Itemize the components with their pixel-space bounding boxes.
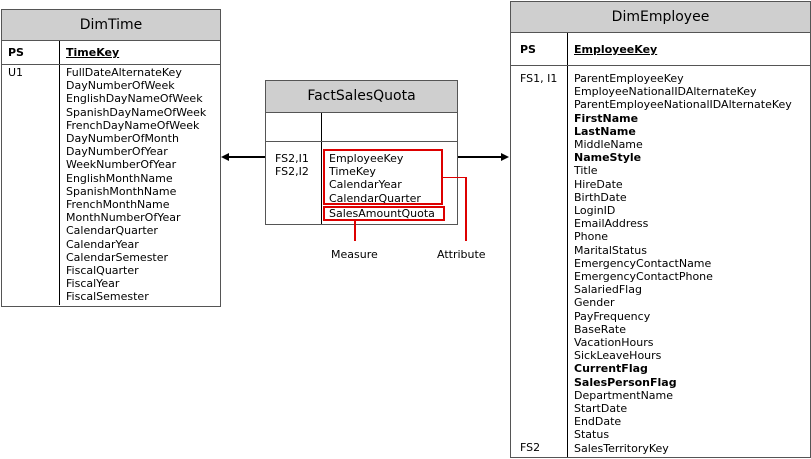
measure-highlight: [323, 206, 445, 221]
column-name: CalendarQuarter: [66, 224, 158, 238]
column-name: EmailAddress: [574, 217, 649, 231]
column-name: EndDate: [574, 415, 622, 429]
dimemployee-title: DimEmployee: [511, 2, 810, 33]
column-name: BirthDate: [574, 190, 627, 204]
factsalesquota-table: FactSalesQuota FS2,I1 FS2,I2 EmployeeKey…: [265, 80, 458, 225]
dimtime-table: DimTime PS TimeKey U1 FullDateAlternateK…: [1, 9, 221, 307]
dimtime-pk: TimeKey: [66, 46, 120, 59]
column-name: EnglishDayNameOfWeek: [66, 92, 203, 106]
column-name: FiscalSemester: [66, 290, 149, 304]
column-name: LastName: [574, 124, 636, 138]
column-name: SalariedFlag: [574, 283, 642, 297]
column-name: DayNumberOfMonth: [66, 132, 179, 146]
column-name: Phone: [574, 230, 609, 244]
column-name: NameStyle: [574, 151, 642, 165]
column-name: EmployeeKey: [329, 152, 404, 165]
column-name: BaseRate: [574, 322, 627, 336]
column-name: DepartmentName: [574, 388, 674, 402]
column-name: LoginID: [574, 204, 616, 218]
column-name: StartDate: [574, 402, 628, 416]
column-name: VacationHours: [574, 336, 654, 350]
fact-key-2: FS2,I2: [275, 165, 309, 178]
column-name: WeekNumberOfYear: [66, 158, 177, 172]
arrowhead-right-icon: [501, 153, 509, 161]
attribute-highlight: [323, 149, 443, 205]
column-name: SpanishMonthName: [66, 184, 177, 198]
arrowhead-left-icon: [221, 153, 229, 161]
fact-title: FactSalesQuota: [266, 81, 457, 113]
dimtime-key-label: U1: [8, 66, 24, 79]
attribute-label: Attribute: [437, 248, 486, 261]
column-name: SalesPersonFlag: [574, 375, 677, 389]
column-name: DayNumberOfYear: [66, 145, 168, 159]
column-name: FullDateAlternateKey: [66, 66, 182, 79]
column-name: HireDate: [574, 177, 623, 191]
column-name: Status: [574, 428, 610, 442]
arrow-to-dimemployee: [458, 156, 502, 158]
column-name: CalendarSemester: [66, 250, 169, 264]
dimemployee-key-bottom: FS2: [520, 441, 541, 454]
column-name: MiddleName: [574, 138, 643, 152]
column-name: EmployeeNationalIDAlternateKey: [574, 85, 757, 99]
column-name: FrenchMonthName: [66, 198, 170, 212]
column-name: FiscalYear: [66, 277, 120, 291]
column-name: CalendarYear: [66, 237, 139, 251]
dimtime-pk-header: PS: [8, 46, 24, 59]
dimemployee-table: DimEmployee PS EmployeeKey FS1, I1 FS2 P…: [510, 1, 811, 458]
dimemployee-pk: EmployeeKey: [574, 43, 658, 56]
column-name: CalendarYear: [329, 178, 402, 192]
column-name: EmergencyContactName: [574, 256, 712, 270]
measure-label: Measure: [331, 248, 378, 261]
column-name: CalendarQuarter: [329, 191, 421, 205]
column-name: EnglishMonthName: [66, 171, 173, 185]
dimtime-title: DimTime: [2, 10, 220, 41]
column-name: ParentEmployeeKey: [574, 72, 684, 85]
column-name: EmergencyContactPhone: [574, 270, 713, 284]
column-name: FirstName: [574, 111, 639, 125]
column-name: MaritalStatus: [574, 243, 647, 257]
dimemployee-key-top: FS1, I1: [520, 72, 558, 85]
column-name: SickLeaveHours: [574, 349, 662, 363]
column-name: Title: [574, 164, 598, 178]
column-name: CurrentFlag: [574, 362, 648, 376]
column-name: PayFrequency: [574, 309, 651, 323]
column-name: SalesTerritoryKey: [574, 441, 669, 455]
column-name: DayNumberOfWeek: [66, 79, 175, 93]
column-name: FrenchDayNameOfWeek: [66, 118, 200, 132]
column-name: MonthNumberOfYear: [66, 211, 181, 225]
column-name: TimeKey: [329, 165, 376, 179]
fact-key-1: FS2,I1: [275, 152, 309, 165]
dimemployee-pk-header: PS: [520, 43, 536, 56]
column-name: Gender: [574, 296, 615, 310]
column-name: FiscalQuarter: [66, 264, 139, 278]
arrow-to-dimtime: [228, 156, 265, 158]
fact-measure: SalesAmountQuota: [329, 207, 435, 220]
column-name: ParentEmployeeNationalIDAlternateKey: [574, 98, 792, 112]
column-name: SpanishDayNameOfWeek: [66, 105, 207, 119]
